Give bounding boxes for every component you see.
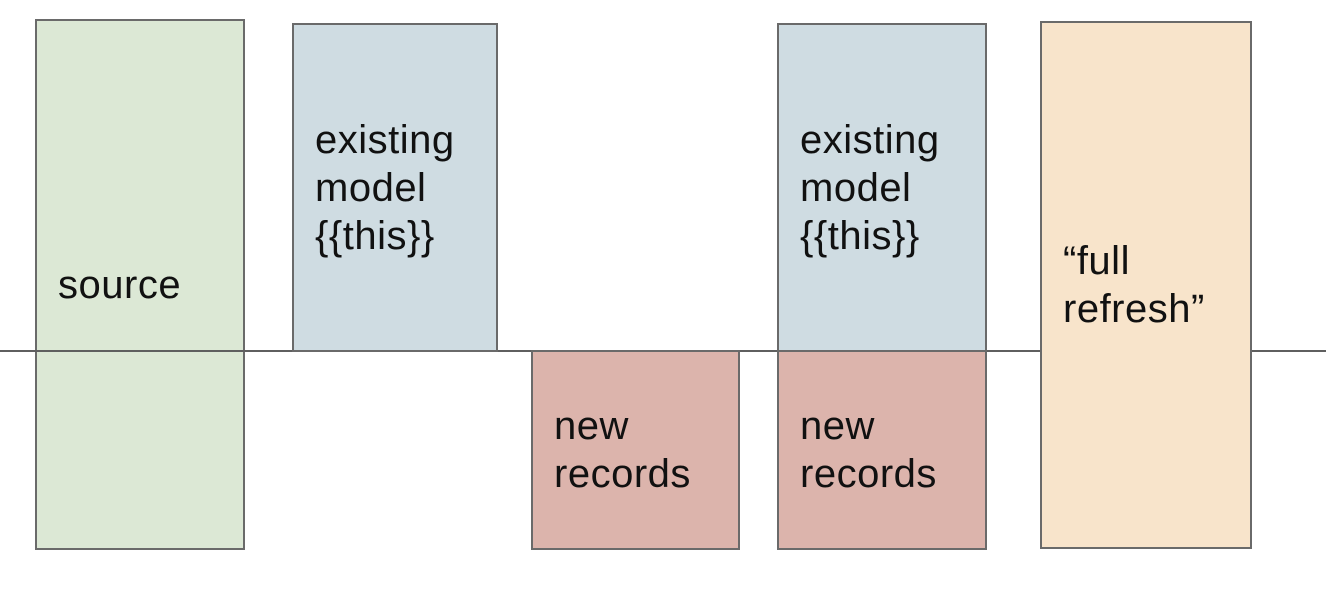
new-records-box-1-label: new records bbox=[554, 404, 691, 496]
full-refresh-box: “full refresh” bbox=[1040, 21, 1252, 549]
new-records-box-1: new records bbox=[531, 350, 740, 550]
existing-model-box-1: existing model {{this}} bbox=[292, 23, 498, 352]
full-refresh-box-label: “full refresh” bbox=[1063, 239, 1205, 331]
existing-model-box-1-label: existing model {{this}} bbox=[315, 117, 455, 258]
source-box: source bbox=[35, 19, 245, 550]
existing-model-box-2-label: existing model {{this}} bbox=[800, 117, 940, 258]
new-records-box-2-label: new records bbox=[800, 404, 937, 496]
new-records-box-2: new records bbox=[777, 350, 987, 550]
existing-model-box-2: existing model {{this}} bbox=[777, 23, 987, 352]
source-box-label: source bbox=[58, 262, 182, 307]
